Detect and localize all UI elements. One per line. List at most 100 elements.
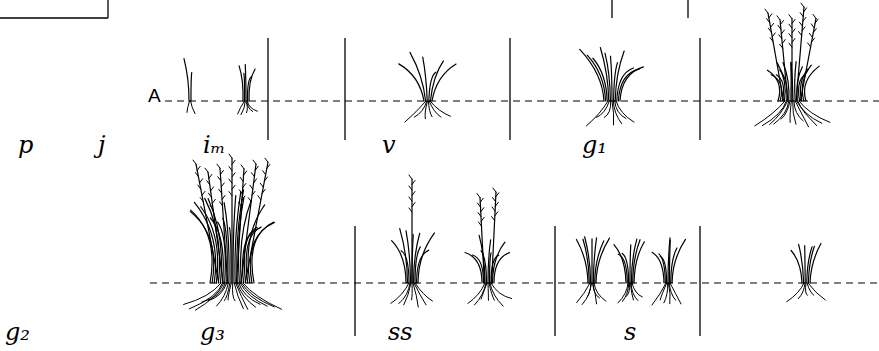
plant-stroke: [477, 203, 480, 207]
plant-stroke: [670, 283, 681, 304]
plant-stroke: [481, 283, 487, 299]
plant-stroke: [799, 244, 804, 283]
plant-stroke: [481, 217, 484, 221]
plant-stroke: [611, 56, 612, 101]
plant-stroke: [412, 181, 415, 185]
plant-stroke: [210, 206, 213, 210]
plant-stroke: [242, 196, 245, 200]
plant-stroke: [779, 35, 782, 39]
plant-stroke: [765, 9, 768, 13]
stage-label: g₃: [200, 320, 225, 344]
plant-stroke: [804, 8, 807, 12]
plant-stroke: [241, 165, 244, 169]
plant-stroke: [220, 170, 223, 174]
plant-stroke: [596, 238, 609, 283]
plant-stroke: [600, 47, 608, 101]
plant-stroke: [478, 213, 481, 217]
plant-stroke: [240, 177, 243, 181]
plant-stroke: [217, 283, 229, 306]
plant-stroke: [488, 283, 489, 300]
plant-stroke: [799, 101, 830, 122]
plant-stroke: [409, 197, 412, 201]
plant-stroke: [472, 255, 483, 283]
plant-stroke: [263, 171, 266, 175]
plant-stroke: [248, 198, 251, 202]
plant-stroke: [605, 53, 610, 101]
plant-stroke: [805, 283, 807, 295]
plant-stroke: [791, 19, 792, 101]
plant-stroke: [631, 283, 638, 301]
plant-stroke: [808, 283, 825, 300]
plant-stroke: [229, 179, 232, 183]
plant-stroke: [780, 20, 788, 101]
plant-stroke: [229, 154, 232, 158]
stage-label: iₘ: [203, 133, 225, 157]
plant-stroke: [808, 246, 814, 283]
plant-stroke: [198, 185, 201, 189]
plant-stroke: [634, 242, 644, 283]
plant-stroke: [202, 191, 205, 195]
plant-stroke: [423, 57, 427, 101]
plant-stroke: [229, 167, 232, 171]
plant-stroke: [495, 212, 498, 216]
plant-stroke: [239, 66, 243, 101]
plant-stroke: [432, 64, 456, 101]
plant-stroke: [243, 184, 246, 188]
plant-stroke: [799, 32, 802, 36]
plant-stroke: [804, 66, 819, 101]
plant-stroke: [800, 13, 803, 17]
plant-stroke: [219, 202, 222, 206]
plant-stroke: [798, 283, 805, 299]
plant-stroke: [195, 173, 198, 177]
plant-stroke: [767, 70, 779, 101]
plant-stroke: [406, 231, 410, 283]
plant-stroke: [632, 283, 642, 297]
plant-stroke: [616, 101, 634, 122]
plant-stroke: [789, 34, 792, 38]
plant-stroke: [478, 222, 481, 226]
plant-stroke: [488, 240, 491, 283]
plant-stroke: [771, 23, 774, 27]
plant-stroke: [412, 192, 415, 196]
plant-stroke: [229, 228, 231, 283]
plant-stroke: [465, 253, 482, 283]
plant-stroke: [265, 158, 268, 162]
plant-stroke: [212, 199, 215, 203]
plant-stroke: [243, 73, 245, 101]
plant-stroke: [255, 166, 258, 170]
plant-stroke: [769, 14, 772, 18]
plant-stroke: [652, 283, 666, 305]
plant-stroke: [200, 179, 203, 183]
plant-stroke: [660, 257, 666, 283]
plant-stroke: [239, 190, 242, 194]
plant-stroke: [777, 16, 780, 20]
plant-stroke: [767, 19, 770, 23]
plant-stroke: [217, 164, 220, 168]
plant-stroke: [800, 18, 816, 101]
plant-stroke: [209, 174, 212, 178]
plant-stroke: [672, 239, 685, 283]
plant-stroke: [418, 233, 434, 283]
plant-stroke: [253, 160, 256, 164]
plant-stroke: [586, 101, 608, 126]
plant-stroke: [792, 19, 795, 23]
plant-stroke: [415, 283, 432, 301]
plant-stroke: [622, 283, 628, 302]
plant-stroke: [591, 239, 592, 283]
plant-stroke: [815, 19, 818, 23]
plant-stroke: [809, 33, 812, 37]
plant-stroke: [409, 186, 412, 190]
stage-label: v: [382, 133, 396, 157]
plant-stroke: [229, 192, 232, 196]
plant-stroke: [239, 202, 242, 206]
plant-stroke: [789, 24, 792, 28]
plant-stroke: [409, 175, 412, 179]
plant-stroke: [262, 189, 265, 193]
plant-stroke: [208, 283, 227, 301]
plant-stroke: [250, 185, 253, 189]
plant-stroke: [812, 38, 815, 42]
plant-stroke: [492, 207, 495, 211]
plant-stroke: [430, 61, 443, 101]
plant-stroke: [780, 21, 783, 25]
plant-stroke: [411, 283, 413, 300]
